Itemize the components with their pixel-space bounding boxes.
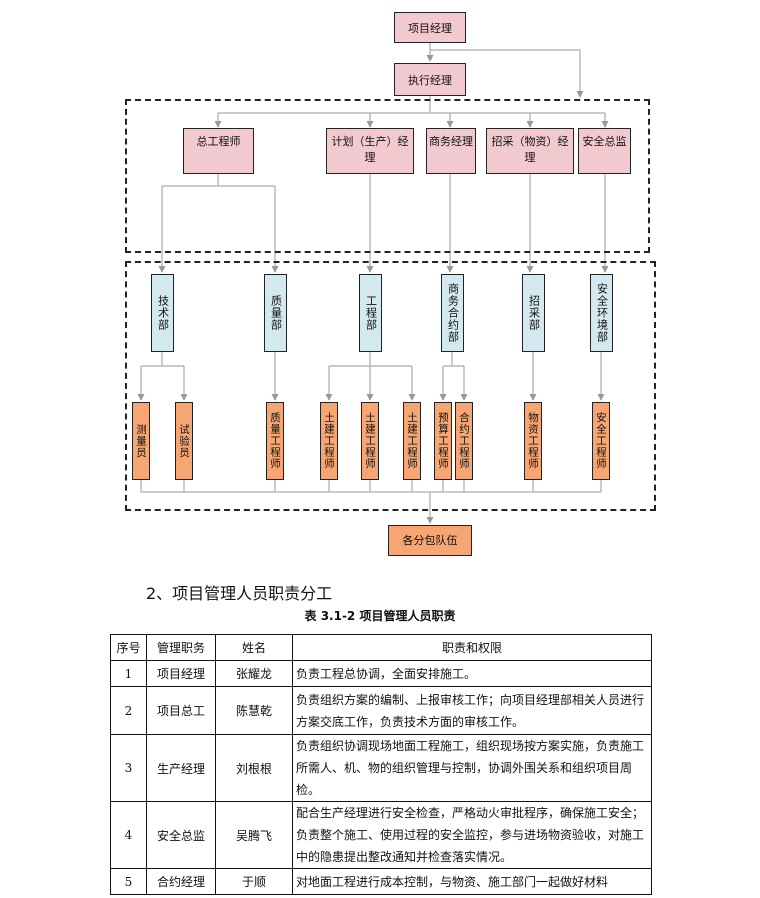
manager-label: 总工程师 (196, 135, 241, 148)
staff-label: 安全工程师 (595, 412, 607, 470)
staff-label: 土建工程师 (406, 412, 418, 470)
cell-number: 4 (110, 801, 147, 869)
manager-label: 计划（生产）经理 (331, 135, 409, 164)
staff-box: 试验员 (175, 402, 193, 480)
table-caption: 表 3.1-2 项目管理人员职责 (304, 609, 456, 623)
executive-manager-label: 执行经理 (408, 73, 452, 87)
org-chart-connectors (137, 43, 609, 524)
staff-box: 物资工程师 (524, 402, 542, 480)
department-group-frame (125, 261, 656, 511)
header-name: 姓名 (215, 634, 293, 661)
staff-box: 土建工程师 (320, 402, 338, 480)
cell-name: 吴腾飞 (215, 801, 293, 869)
cell-duty: 配合生产经理进行安全检查，严格动火审批程序，确保施工安全；负责整个施工、使用过程… (292, 801, 652, 869)
cell-number: 2 (110, 686, 147, 735)
department-label: 技术部 (156, 295, 170, 331)
staff-box: 土建工程师 (403, 402, 421, 480)
subcontractors-box: 各分包队伍 (388, 525, 472, 556)
cell-duty: 负责组织方案的编制、上报审核工作；向项目经理部相关人员进行方案交底工作，负责技术… (292, 686, 652, 735)
staff-label: 预算工程师 (437, 412, 449, 470)
department-box: 质量部 (264, 274, 287, 352)
staff-box: 质量工程师 (266, 402, 284, 480)
cell-name: 于顺 (215, 868, 293, 895)
department-label: 招采部 (527, 295, 541, 331)
manager-box: 招采（物资）经理 (486, 128, 574, 174)
manager-label: 商务经理 (429, 135, 473, 148)
department-label: 商务合约部 (446, 283, 460, 343)
cell-role: 合约经理 (146, 868, 216, 895)
cell-role: 生产经理 (146, 734, 216, 802)
cell-number: 1 (110, 660, 147, 687)
staff-label: 土建工程师 (323, 412, 335, 470)
header-number: 序号 (110, 634, 147, 661)
manager-label: 安全总监 (582, 135, 627, 148)
cell-number: 5 (110, 868, 147, 895)
staff-box: 测量员 (132, 402, 150, 480)
table-row: 5 合约经理 于顺 对地面工程进行成本控制，与物资、施工部门一起做好材料 (110, 868, 652, 895)
cell-role: 项目经理 (146, 660, 216, 687)
department-label: 安全环境部 (595, 283, 609, 343)
staff-box: 安全工程师 (592, 402, 610, 480)
header-role: 管理职务 (146, 634, 216, 661)
cell-number: 3 (110, 734, 147, 802)
cell-name: 陈慧乾 (215, 686, 293, 735)
staff-box: 合约工程师 (455, 402, 473, 480)
table-row: 4 安全总监 吴腾飞 配合生产经理进行安全检查，严格动火审批程序，确保施工安全；… (110, 801, 652, 869)
executive-manager-box: 执行经理 (394, 63, 466, 96)
responsibility-table: 序号 管理职务 姓名 职责和权限 1 项目经理 张耀龙 负责工程总协调，全面安排… (110, 634, 652, 895)
section-heading: 2、项目管理人员职责分工 (146, 584, 333, 603)
staff-label: 质量工程师 (269, 412, 281, 470)
cell-duty: 负责工程总协调，全面安排施工。 (292, 660, 652, 687)
table-row: 2 项目总工 陈慧乾 负责组织方案的编制、上报审核工作；向项目经理部相关人员进行… (110, 686, 652, 735)
department-box: 技术部 (151, 274, 174, 352)
project-manager-box: 项目经理 (394, 12, 466, 43)
department-box: 商务合约部 (441, 274, 464, 352)
staff-label: 测量员 (135, 423, 147, 459)
department-label: 工程部 (364, 295, 378, 331)
subcontractors-label: 各分包队伍 (402, 533, 458, 547)
table-row: 1 项目经理 张耀龙 负责工程总协调，全面安排施工。 (110, 660, 652, 687)
cell-role: 项目总工 (146, 686, 216, 735)
staff-label: 物资工程师 (527, 412, 539, 470)
department-box: 工程部 (359, 274, 382, 352)
cell-role: 安全总监 (146, 801, 216, 869)
department-box: 招采部 (522, 274, 545, 352)
staff-box: 土建工程师 (361, 402, 379, 480)
table-header-row: 序号 管理职务 姓名 职责和权限 (110, 634, 652, 661)
cell-name: 张耀龙 (215, 660, 293, 687)
cell-name: 刘根根 (215, 734, 293, 802)
cell-duty: 对地面工程进行成本控制，与物资、施工部门一起做好材料 (292, 868, 652, 895)
management-group-frame (125, 99, 650, 253)
manager-box: 安全总监 (578, 128, 631, 174)
manager-box: 总工程师 (183, 128, 254, 174)
department-label: 质量部 (269, 295, 283, 331)
cell-duty: 负责组织协调现场地面工程施工，组织现场按方案实施，负责施工所需人、机、物的组织管… (292, 734, 652, 802)
manager-box: 计划（生产）经理 (326, 128, 414, 174)
header-duty: 职责和权限 (292, 634, 652, 661)
staff-box: 预算工程师 (434, 402, 452, 480)
project-manager-label: 项目经理 (408, 21, 452, 35)
manager-label: 招采（物资）经理 (491, 135, 569, 164)
staff-label: 试验员 (178, 423, 190, 459)
staff-label: 土建工程师 (364, 412, 376, 470)
staff-label: 合约工程师 (458, 412, 470, 470)
manager-box: 商务经理 (426, 128, 476, 174)
department-box: 安全环境部 (590, 274, 613, 352)
table-row: 3 生产经理 刘根根 负责组织协调现场地面工程施工，组织现场按方案实施，负责施工… (110, 734, 652, 802)
